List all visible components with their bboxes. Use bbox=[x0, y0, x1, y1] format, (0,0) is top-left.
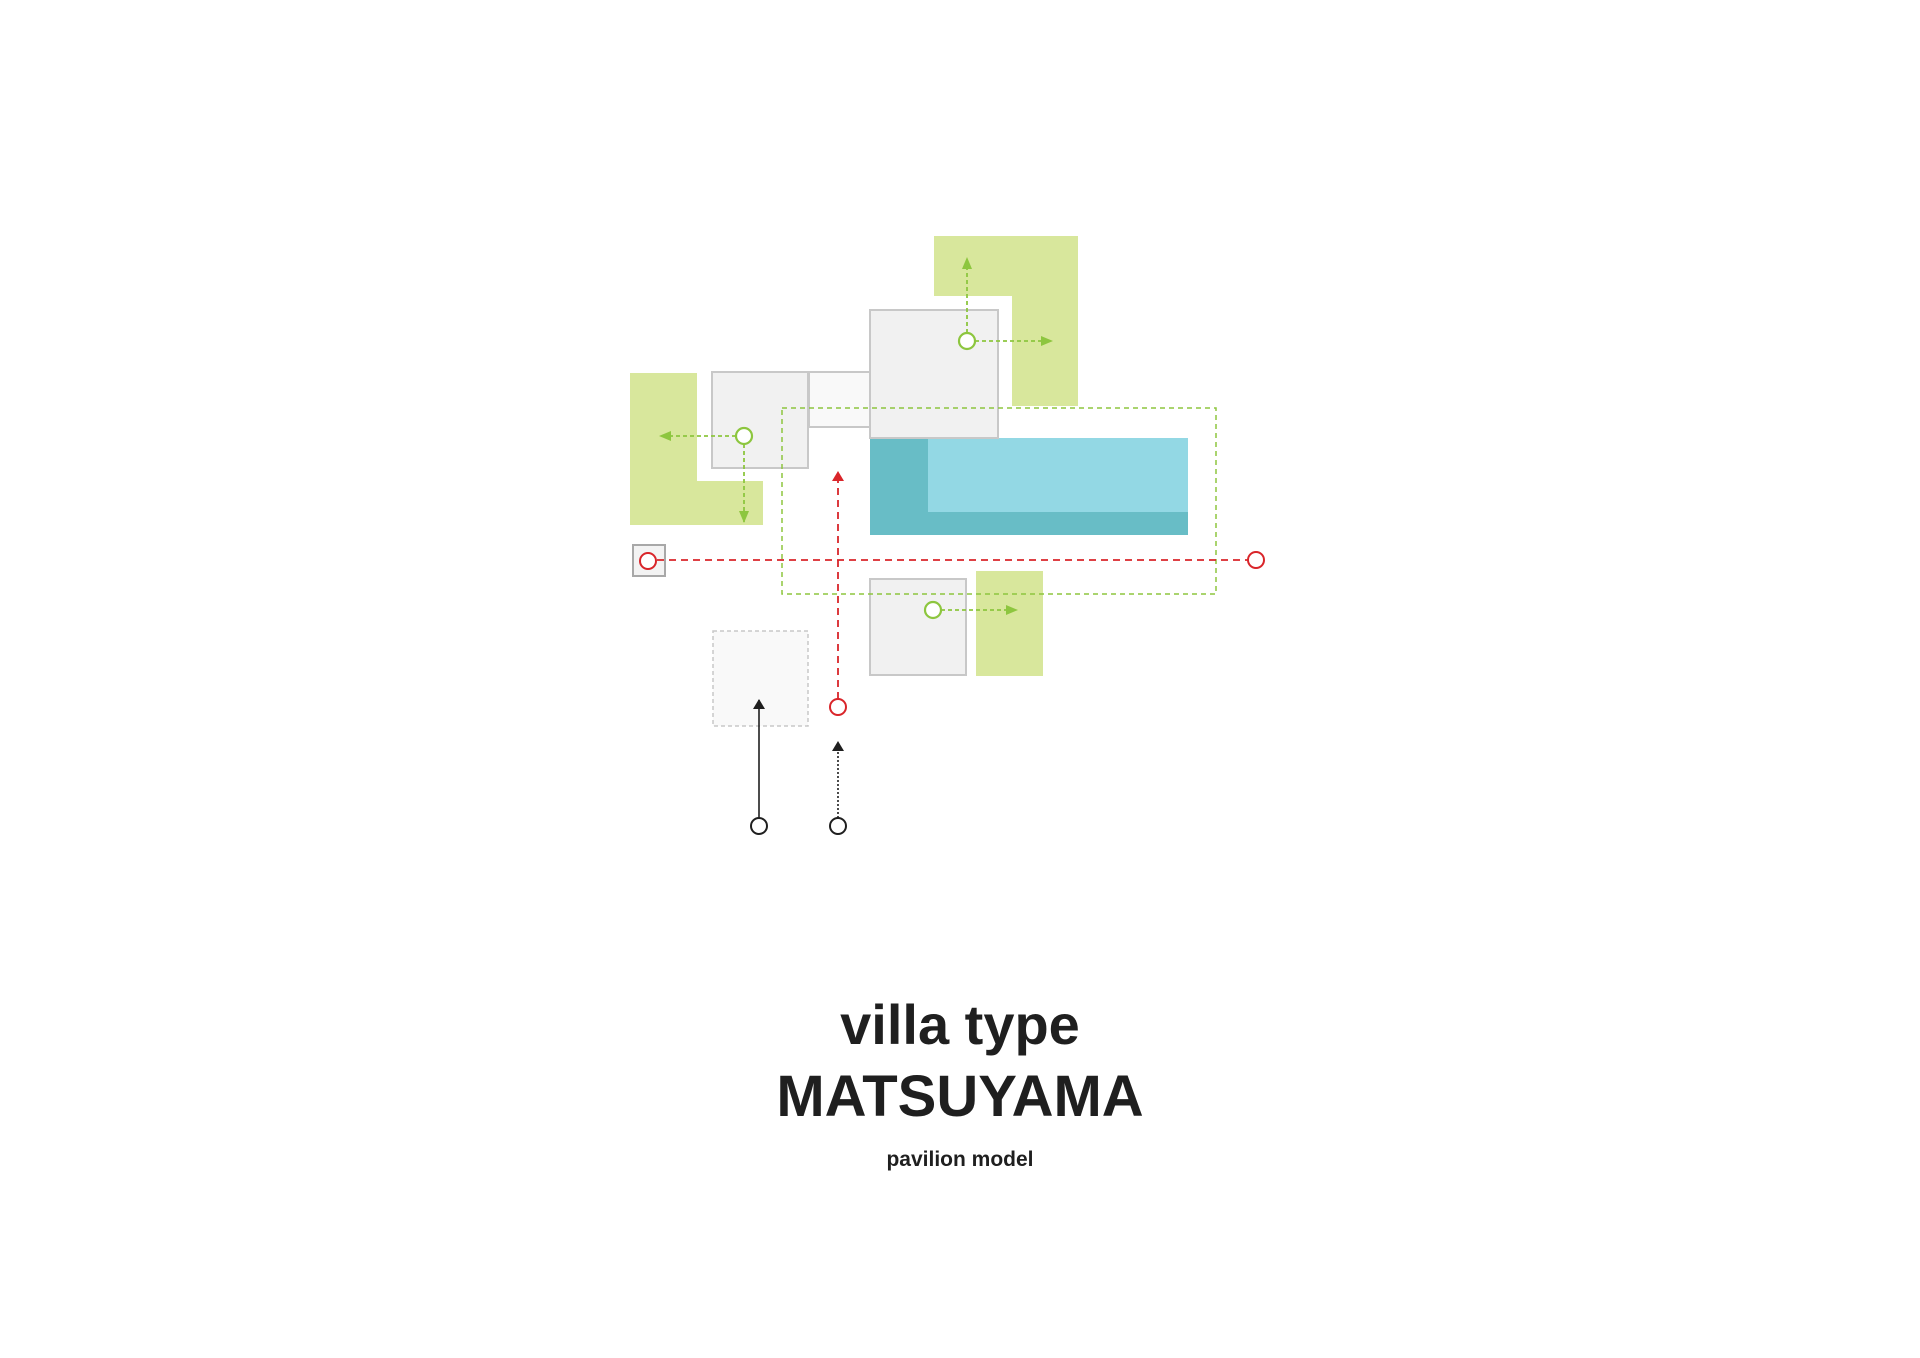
title-line-matsuyama: MATSUYAMA bbox=[776, 1064, 1144, 1129]
garden-south-east bbox=[976, 571, 1043, 676]
connector-room bbox=[808, 371, 871, 428]
garden-north-east bbox=[934, 236, 1078, 406]
main-axis-east-node bbox=[1247, 551, 1265, 569]
pool-water bbox=[928, 438, 1188, 512]
main-axis-west-node bbox=[639, 552, 657, 570]
garden-west bbox=[630, 373, 763, 525]
title-line-villa-type: villa type bbox=[840, 993, 1080, 1056]
pavilion-north bbox=[869, 309, 999, 439]
pavilion-south bbox=[869, 578, 967, 676]
subtitle-pavilion-model: pavilion model bbox=[886, 1148, 1034, 1171]
view-node-south bbox=[923, 600, 943, 620]
pavilion-west bbox=[711, 371, 809, 469]
view-node-west bbox=[734, 426, 754, 446]
entry-axis-node bbox=[829, 698, 847, 716]
view-node-north bbox=[957, 331, 977, 351]
pedestrian-approach-node bbox=[829, 817, 847, 835]
vehicle-approach-node bbox=[750, 817, 768, 835]
parking-area bbox=[712, 630, 809, 727]
courtyard-boundary bbox=[781, 407, 1217, 595]
